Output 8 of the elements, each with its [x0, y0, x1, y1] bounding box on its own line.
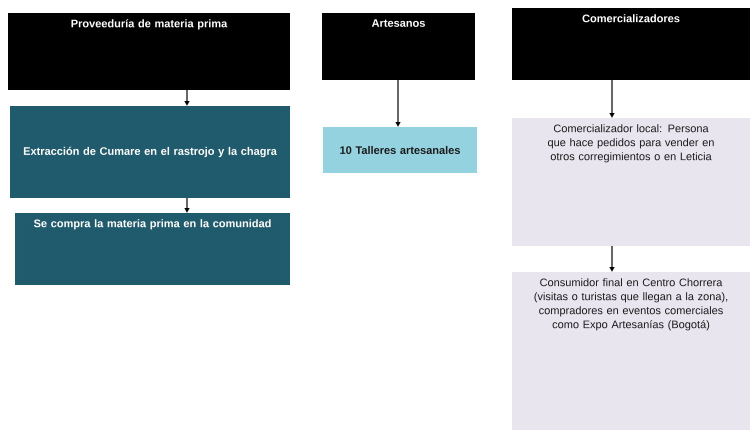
- process-box: Se compra la materia prima en la comunidad: [15, 213, 290, 285]
- process-box: Consumidor final en Centro Chorrera (visitas o turistas que llegan a la zona), compradores en eventos comerciales como Expo Artesanías (Bogotá): [512, 272, 750, 430]
- header-box: Proveeduría de materia prima: [8, 13, 290, 90]
- process-box: 10 Talleres artesanales: [323, 127, 477, 173]
- header-box: Comercializadores: [512, 8, 750, 80]
- process-box: Comercializador local: Persona que hace pedidos para vender en otros corregimientos o en Leticia: [512, 118, 750, 246]
- process-box: Extracción de Cumare en el rastrojo y la chagra: [10, 106, 290, 198]
- header-box: Artesanos: [322, 13, 475, 80]
